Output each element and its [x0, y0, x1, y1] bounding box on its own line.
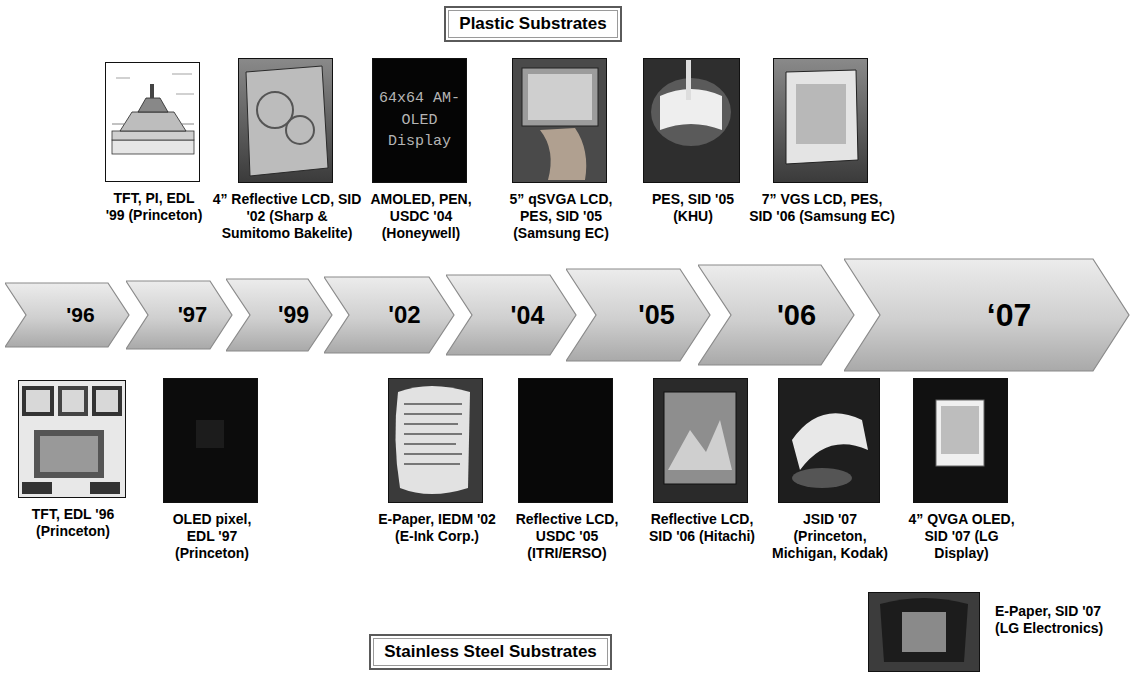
tft-layout-photo — [18, 380, 126, 498]
photo-caption: 4” QVGA OLED, SID '07 (LG Display) — [899, 511, 1024, 561]
chevron-text-holder: '99 — [226, 278, 347, 352]
year-chevron: '06 — [698, 264, 855, 366]
year-chevron: '99 — [226, 278, 333, 352]
display-photo: 4” QVGA OLED, SID '07 (LG Display) — [913, 378, 1008, 503]
year-label: ‘07 — [987, 297, 1031, 334]
chevron-text-holder: '97 — [126, 280, 246, 350]
chevron-text-holder: ‘07 — [844, 258, 1137, 372]
display-photo: 5” qSVGA LCD, PES, SID '05 (Samsung EC) — [512, 58, 607, 183]
substrate-box: Stainless Steel Substrates — [369, 634, 612, 670]
chevron-text-holder: '05 — [566, 268, 729, 362]
chevron-outline — [844, 259, 1129, 371]
chevron-text-holder: '02 — [324, 276, 470, 354]
year-chevron: '97 — [126, 280, 233, 350]
display-photo: 4” Reflective LCD, SID '02 (Sharp & Sumi… — [238, 58, 333, 183]
display-photo: 7” VGS LCD, PES, SID '06 (Samsung EC) — [773, 58, 868, 183]
substrate-label: Plastic Substrates — [459, 14, 606, 34]
photo-screen: 64x64 AM-OLED Display — [373, 59, 466, 182]
year-chevron: '05 — [566, 268, 711, 362]
photo-caption: AMOLED, PEN, USDC '04 (Honeywell) — [366, 191, 476, 241]
substrate-box: Plastic Substrates — [444, 6, 622, 42]
chevron-text-holder: '04 — [446, 274, 593, 356]
reflective-lcd-photo — [238, 58, 333, 183]
year-label: '05 — [638, 300, 674, 331]
qvga-oled-photo — [913, 378, 1008, 503]
photo-caption: TFT, PI, EDL '99 (Princeton) — [104, 190, 204, 224]
chevron-text-holder: '96 — [5, 282, 143, 348]
year-label: '06 — [777, 299, 816, 332]
photo-caption: Reflective LCD, USDC '05 (ITRI/ERSO) — [507, 511, 627, 561]
photo-caption: OLED pixel, EDL '97 (Princeton) — [157, 511, 267, 561]
vgs-lcd-photo — [773, 58, 868, 183]
display-photo: TFT, EDL '96 (Princeton) — [18, 380, 126, 498]
photo-caption: PES, SID '05 (KHU) — [643, 191, 743, 225]
photo-caption: JSID '07 (Princeton, Michigan, Kodak) — [765, 511, 895, 561]
year-chevron: '96 — [5, 282, 130, 348]
display-photo: 64x64 AM-OLED DisplayAMOLED, PEN, USDC '… — [372, 58, 467, 183]
chevron-outline — [324, 277, 454, 353]
reflective-lcd-photo — [518, 378, 613, 503]
photo-caption: E-Paper, SID '07 (LG Electronics) — [995, 603, 1123, 637]
chevron-outline — [446, 275, 576, 355]
display-photo: OLED pixel, EDL '97 (Princeton) — [163, 378, 258, 503]
year-label: '96 — [66, 303, 94, 327]
year-chevron: '04 — [446, 274, 577, 356]
qsvga-lcd-photo — [512, 58, 607, 183]
display-photo: Reflective LCD, USDC '05 (ITRI/ERSO) — [518, 378, 613, 503]
display-photo: Reflective LCD, SID '06 (Hitachi) — [653, 378, 748, 503]
year-chevron: '02 — [324, 276, 455, 354]
substrate-label: Stainless Steel Substrates — [384, 642, 597, 662]
chevron-shape — [698, 264, 855, 366]
display-photo: E-Paper, SID '07 (LG Electronics) — [868, 592, 980, 672]
screen-text: 64x64 AM-OLED Display — [373, 88, 466, 153]
lg-e-paper-photo — [868, 592, 980, 672]
display-photo: TFT, PI, EDL '99 (Princeton) — [105, 62, 200, 182]
chevron-outline — [126, 281, 232, 349]
e-paper-photo — [388, 378, 483, 503]
amoled-photo — [372, 58, 467, 183]
chevron-outline — [226, 279, 332, 351]
rolled-display-photo — [643, 58, 740, 183]
chevron-outline — [566, 269, 710, 361]
photo-caption: TFT, EDL '96 (Princeton) — [18, 506, 128, 540]
oled-pixel-photo — [163, 378, 258, 503]
year-label: '99 — [278, 302, 309, 329]
photo-caption: 5” qSVGA LCD, PES, SID '05 (Samsung EC) — [501, 191, 621, 241]
year-label: '97 — [178, 302, 208, 328]
year-label: '02 — [388, 301, 420, 329]
chevron-outline — [5, 283, 129, 347]
photo-caption: E-Paper, IEDM '02 (E-Ink Corp.) — [377, 511, 497, 545]
year-chevron: ‘07 — [844, 258, 1130, 372]
display-photo: JSID '07 (Princeton, Michigan, Kodak) — [778, 378, 880, 503]
display-photo: E-Paper, IEDM '02 (E-Ink Corp.) — [388, 378, 483, 503]
display-photo: PES, SID '05 (KHU) — [643, 58, 740, 183]
hitachi-lcd-photo — [653, 378, 748, 503]
photo-caption: Reflective LCD, SID '06 (Hitachi) — [642, 511, 762, 545]
chevron-outline — [698, 265, 854, 365]
year-label: '04 — [511, 301, 545, 330]
tft-cross-section — [105, 62, 200, 182]
chevron-text-holder: '06 — [698, 264, 875, 366]
photo-caption: 4” Reflective LCD, SID '02 (Sharp & Sumi… — [212, 191, 362, 241]
bent-display-photo — [778, 378, 880, 503]
photo-caption: 7” VGS LCD, PES, SID '06 (Samsung EC) — [749, 191, 895, 225]
